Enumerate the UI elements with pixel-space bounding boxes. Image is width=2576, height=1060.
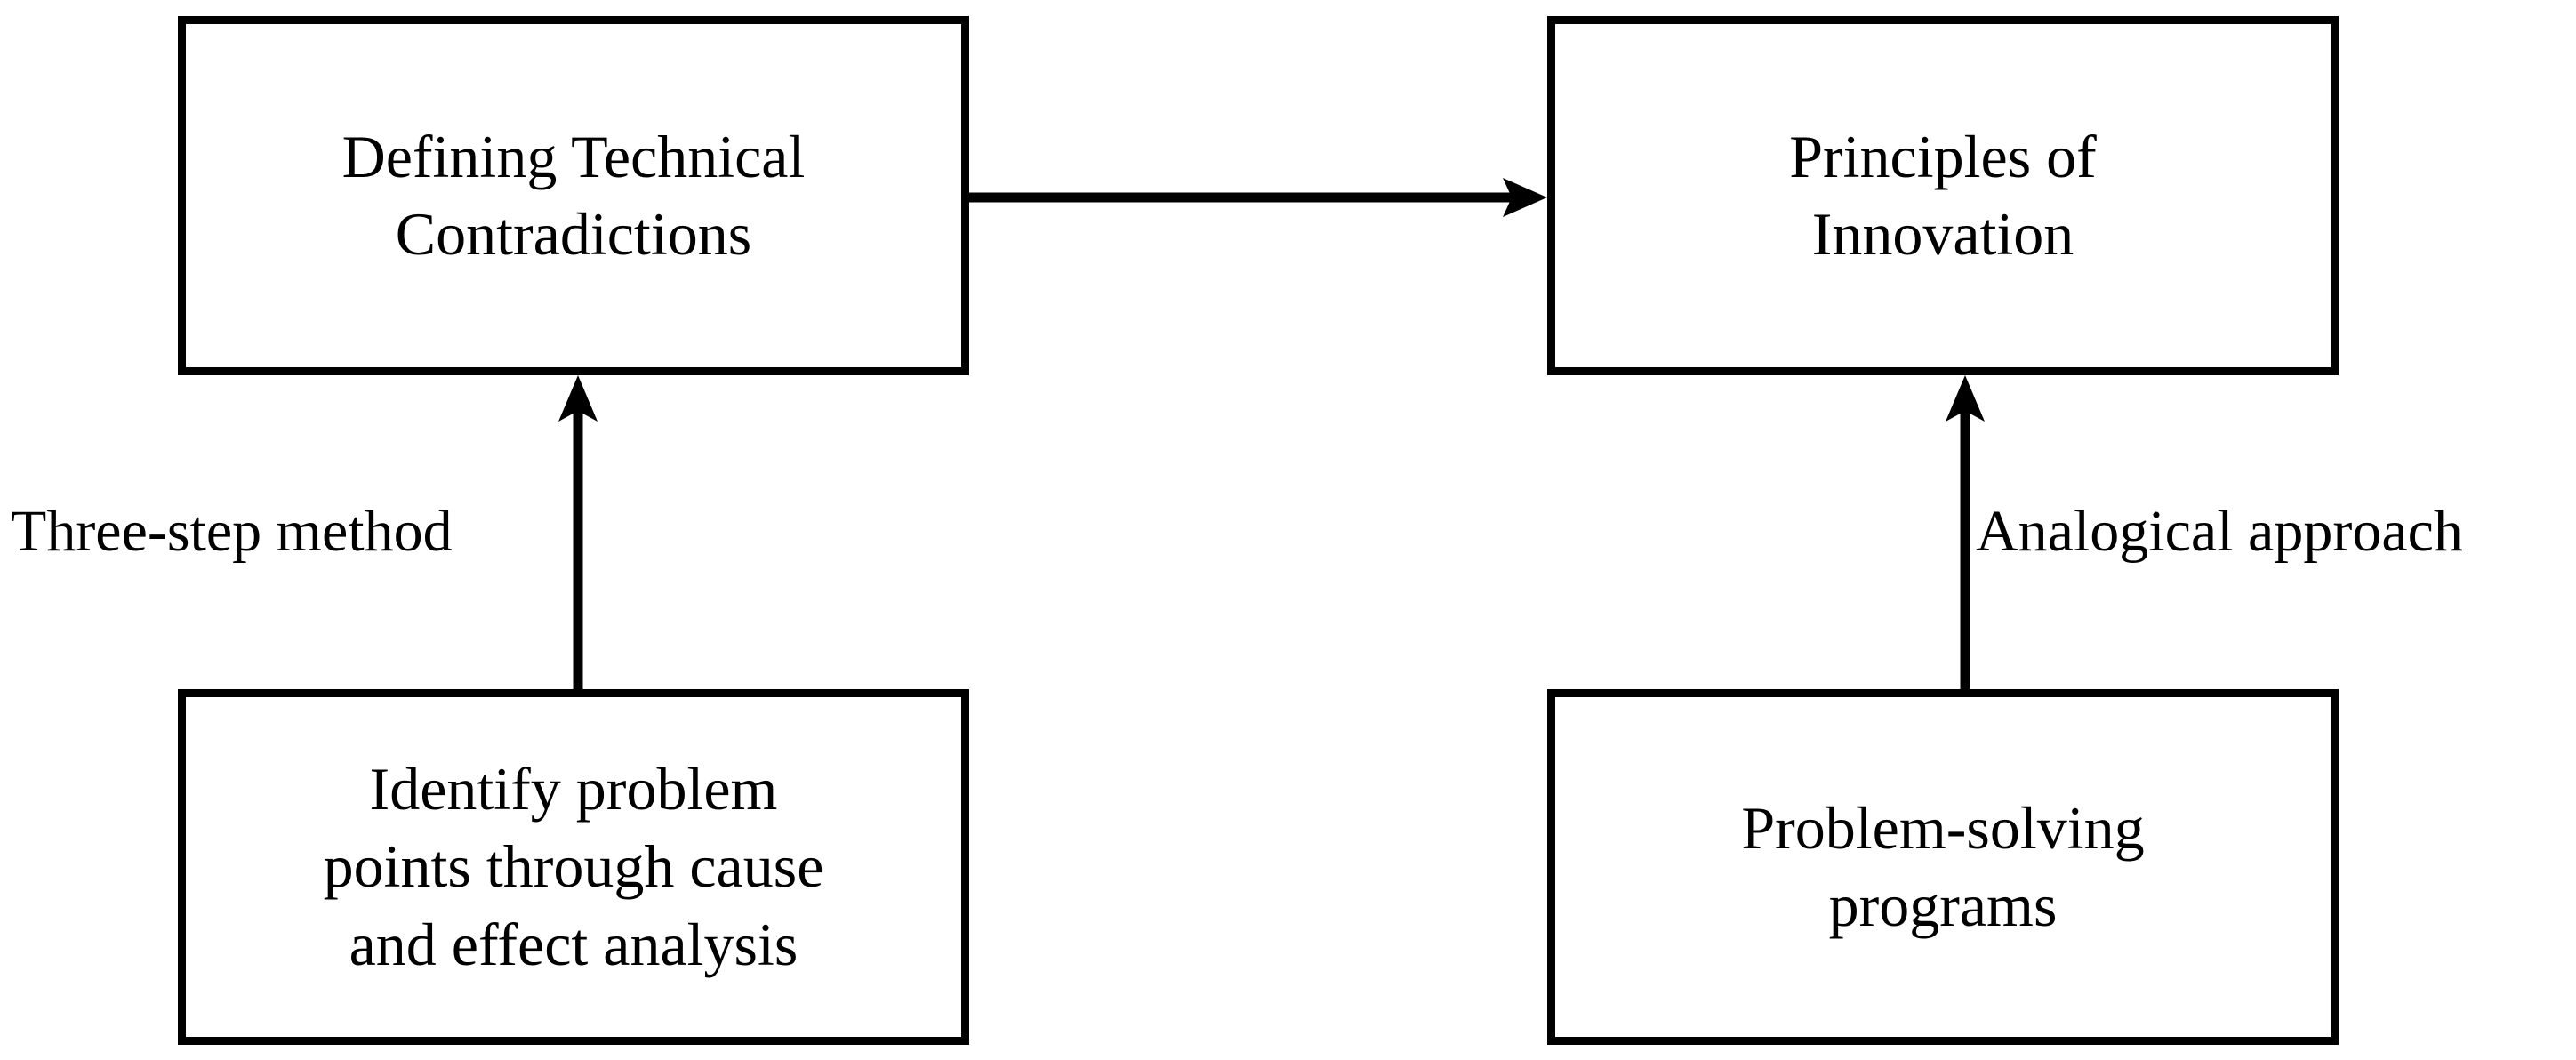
node-problem-solving-programs[interactable]: Problem-solving programs xyxy=(1547,689,2339,1045)
node-label-identify-problem-points: Identify problem points through cause an… xyxy=(323,755,824,978)
node-label-principles-of-innovation: Principles of Innovation xyxy=(1789,122,2097,268)
edge-label-analogical-approach: Analogical approach xyxy=(1976,499,2463,564)
node-label-defining-technical-contradictions: Defining Technical Contradictions xyxy=(341,122,806,268)
node-principles-of-innovation[interactable]: Principles of Innovation xyxy=(1547,16,2339,375)
node-label-problem-solving-programs: Problem-solving programs xyxy=(1741,793,2145,939)
node-identify-problem-points[interactable]: Identify problem points through cause an… xyxy=(178,689,969,1045)
edge-label-three-step-method: Three-step method xyxy=(11,499,453,564)
node-defining-technical-contradictions[interactable]: Defining Technical Contradictions xyxy=(178,16,969,375)
arrow-contradictions-to-principles xyxy=(969,178,1547,217)
